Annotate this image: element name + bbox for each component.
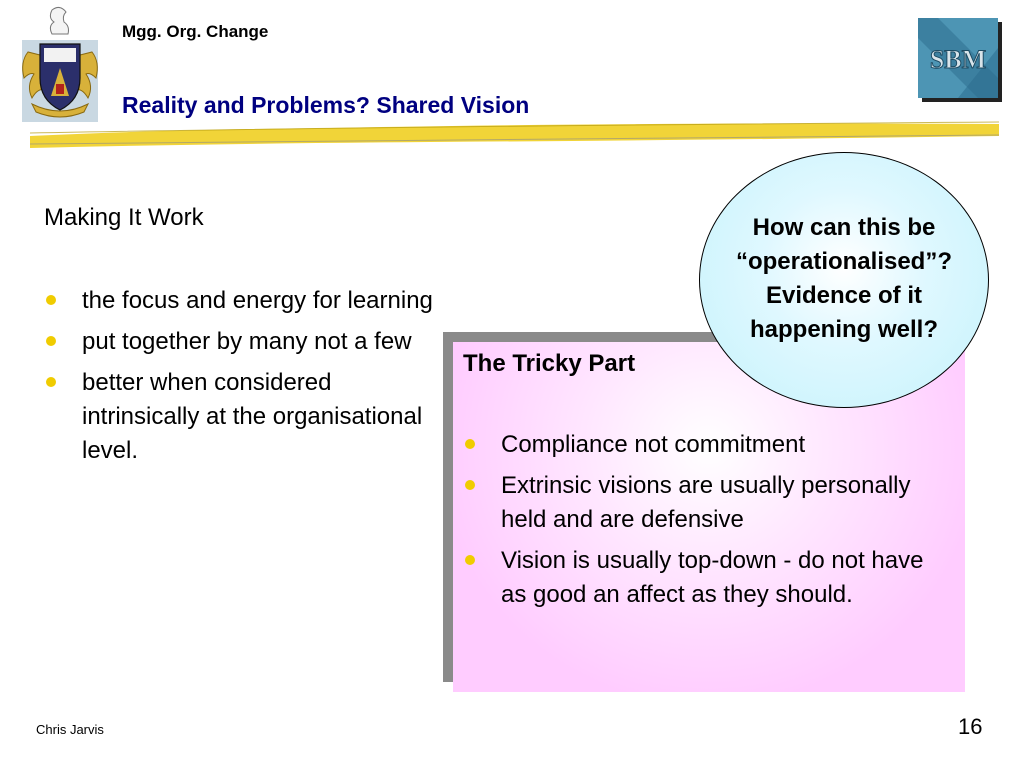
- bullet-icon: [46, 336, 56, 346]
- bullet-icon: [465, 439, 475, 449]
- tricky-part-box: The Tricky Part Compliance not commitmen…: [453, 342, 965, 692]
- course-name: Mgg. Org. Change: [122, 22, 269, 41]
- section-heading: Making It Work: [44, 204, 204, 231]
- page-title: Reality and Problems? Shared Vision: [122, 92, 530, 118]
- sbm-logo: SBM: [918, 18, 1002, 102]
- bullet-icon: [465, 555, 475, 565]
- header-divider: [30, 121, 1000, 148]
- footer-author: Chris Jarvis: [36, 722, 104, 737]
- list-item: Extrinsic visions are usually personally…: [463, 469, 953, 537]
- list-item-text: Extrinsic visions are usually personally…: [501, 472, 911, 533]
- list-item: the focus and energy for learning: [44, 284, 434, 318]
- callout-line: “operationalised”?: [735, 248, 953, 275]
- page-number: 16: [958, 714, 983, 739]
- list-item-text: Vision is usually top-down - do not have…: [501, 547, 924, 608]
- list-item-text: better when considered intrinsically at …: [82, 369, 423, 464]
- callout-line: Evidence of it: [765, 282, 923, 309]
- list-item: better when considered intrinsically at …: [44, 366, 434, 468]
- sbm-logo-text: SBM: [930, 45, 986, 74]
- callout-text: How can this be “operationalised”? Evide…: [714, 211, 974, 347]
- list-item: Vision is usually top-down - do not have…: [463, 544, 953, 612]
- question-callout: How can this be “operationalised”? Evide…: [699, 152, 989, 408]
- left-bullet-list: the focus and energy for learning put to…: [44, 284, 434, 475]
- tricky-bullet-list: Compliance not commitment Extrinsic visi…: [463, 428, 953, 619]
- tricky-part-title: The Tricky Part: [463, 350, 636, 377]
- bullet-icon: [46, 377, 56, 387]
- list-item: Compliance not commitment: [463, 428, 953, 462]
- callout-line: happening well?: [749, 316, 938, 343]
- list-item-text: the focus and energy for learning: [82, 287, 433, 314]
- list-item-text: put together by many not a few: [82, 328, 412, 355]
- university-crest-logo: [22, 6, 98, 122]
- bullet-icon: [46, 295, 56, 305]
- list-item-text: Compliance not commitment: [501, 431, 806, 458]
- list-item: put together by many not a few: [44, 325, 434, 359]
- callout-line: How can this be: [752, 214, 936, 241]
- bullet-icon: [465, 480, 475, 490]
